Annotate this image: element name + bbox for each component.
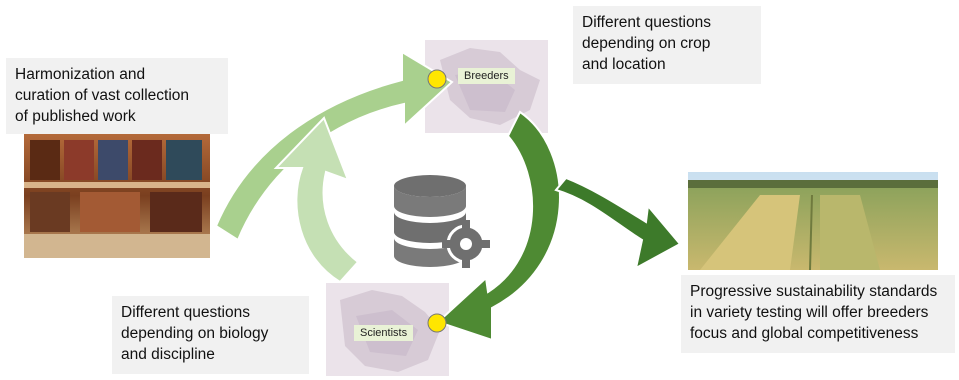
arrow-scientists-to-loop [273,116,360,284]
wheat-field-photo [688,172,938,271]
caption-harmonization: Harmonization and curation of vast colle… [6,58,228,134]
caption-biology: Different questions depending on biology… [112,296,309,374]
breeders-label: Breeders [458,68,515,84]
scientists-label: Scientists [354,325,414,341]
caption-sustainability: Progressive sustainability standards in … [681,275,955,353]
library-photo [24,134,210,258]
database-gear-icon [394,175,490,268]
scientists-node [427,313,447,333]
arrow-breeders-to-scientists [436,110,561,342]
europe-map-scientists [326,283,449,376]
arrow-breeders-to-field [554,176,682,270]
arrow-library-to-breeders [214,50,454,242]
breeders-node [427,69,447,89]
caption-crop-location: Different questions depending on crop an… [573,6,761,84]
